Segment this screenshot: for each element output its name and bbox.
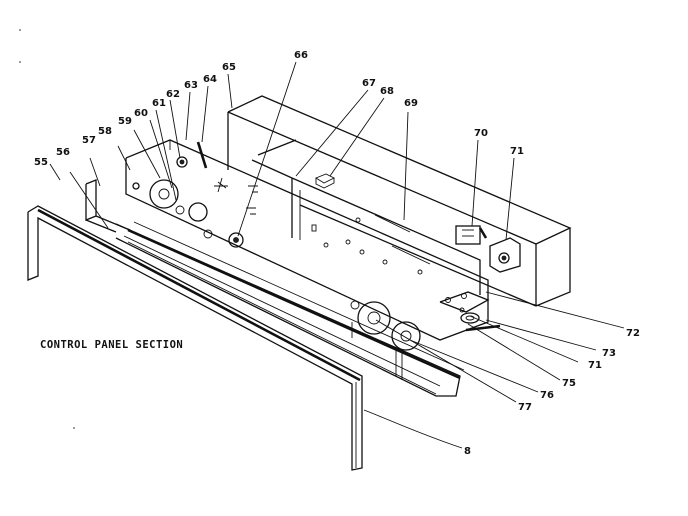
part-label-73: 73: [602, 348, 616, 359]
part-label-77: 77: [518, 402, 532, 413]
screw-fasteners: [132, 141, 208, 190]
leader-lines: [49, 61, 625, 449]
part-label-72: 72: [626, 328, 640, 339]
part-label-75: 75: [562, 378, 576, 389]
part-label-60: 60: [134, 108, 148, 119]
control-housing: [251, 139, 481, 313]
part-71-switch: [489, 237, 521, 273]
part-label-71-lower: 71: [588, 360, 602, 371]
part-label-70: 70: [474, 128, 488, 139]
lower-trim-rail: [85, 179, 465, 397]
part-68-clip: [315, 173, 336, 189]
stray-dot: [19, 29, 21, 31]
part-label-56: 56: [56, 147, 70, 158]
part-label-64: 64: [203, 74, 217, 85]
part-label-69: 69: [404, 98, 418, 109]
part-label-67: 67: [362, 78, 376, 89]
part-label-65: 65: [222, 62, 236, 73]
part-label-62: 62: [166, 89, 180, 100]
rear-housing-box: [227, 95, 572, 307]
part-label-66: 66: [294, 50, 308, 61]
front-frame-part-8: [27, 205, 363, 471]
part-label-63: 63: [184, 80, 198, 91]
part-label-8: 8: [464, 446, 471, 457]
part-label-61: 61: [152, 98, 166, 109]
stray-dot: [73, 427, 75, 429]
part-label-58: 58: [98, 126, 112, 137]
part-label-59: 59: [118, 116, 132, 127]
part-label-68: 68: [380, 86, 394, 97]
part-label-55: 55: [34, 157, 48, 168]
stray-dot: [19, 61, 21, 63]
part-label-76: 76: [540, 390, 554, 401]
part-70-terminal-block: [455, 225, 488, 245]
part-label-71-upper: 71: [510, 146, 524, 157]
part-label-57: 57: [82, 135, 96, 146]
control-panel-plate: [125, 139, 489, 380]
diagram-title: CONTROL PANEL SECTION: [40, 339, 183, 351]
